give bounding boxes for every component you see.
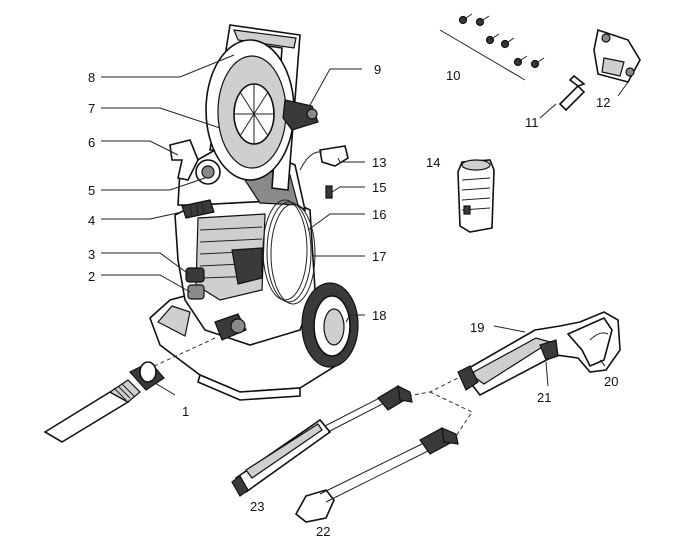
screw-set [439,13,545,81]
connection-guide [429,391,473,437]
callout-11: 11 [525,115,539,130]
callout-12: 12 [596,95,610,110]
callout-20: 20 [604,374,618,389]
callout-15: 15 [372,180,386,195]
hex-key [558,74,586,112]
callout-19: 19 [470,320,484,335]
callout-3: 3 [88,247,95,262]
callout-6: 6 [88,135,95,150]
callout-9: 9 [374,62,381,77]
callout-1: 1 [182,404,189,419]
callout-18: 18 [372,308,386,323]
leader-lines [101,54,629,396]
callout-8: 8 [88,70,95,85]
callout-4: 4 [88,213,95,228]
callout-5: 5 [88,183,95,198]
callout-13: 13 [372,155,386,170]
lance-turbo-nozzle [294,427,459,523]
mounting-bracket [593,28,641,83]
callout-2: 2 [88,269,95,284]
lance-fan-nozzle [231,384,413,497]
callout-22: 22 [316,524,330,539]
callout-10: 10 [446,68,460,83]
spray-gun [457,311,621,397]
callout-labels: 1 2 3 4 5 6 7 8 9 10 11 12 13 14 15 16 1… [88,62,618,539]
callout-17: 17 [372,249,386,264]
garden-hose-adapter [43,361,165,443]
callout-14: 14 [426,155,440,170]
callout-23: 23 [250,499,264,514]
detergent-bottle [457,159,495,233]
callout-16: 16 [372,207,386,222]
callout-21: 21 [537,390,551,405]
pressure-washer-body [149,24,359,401]
callout-7: 7 [88,101,95,116]
